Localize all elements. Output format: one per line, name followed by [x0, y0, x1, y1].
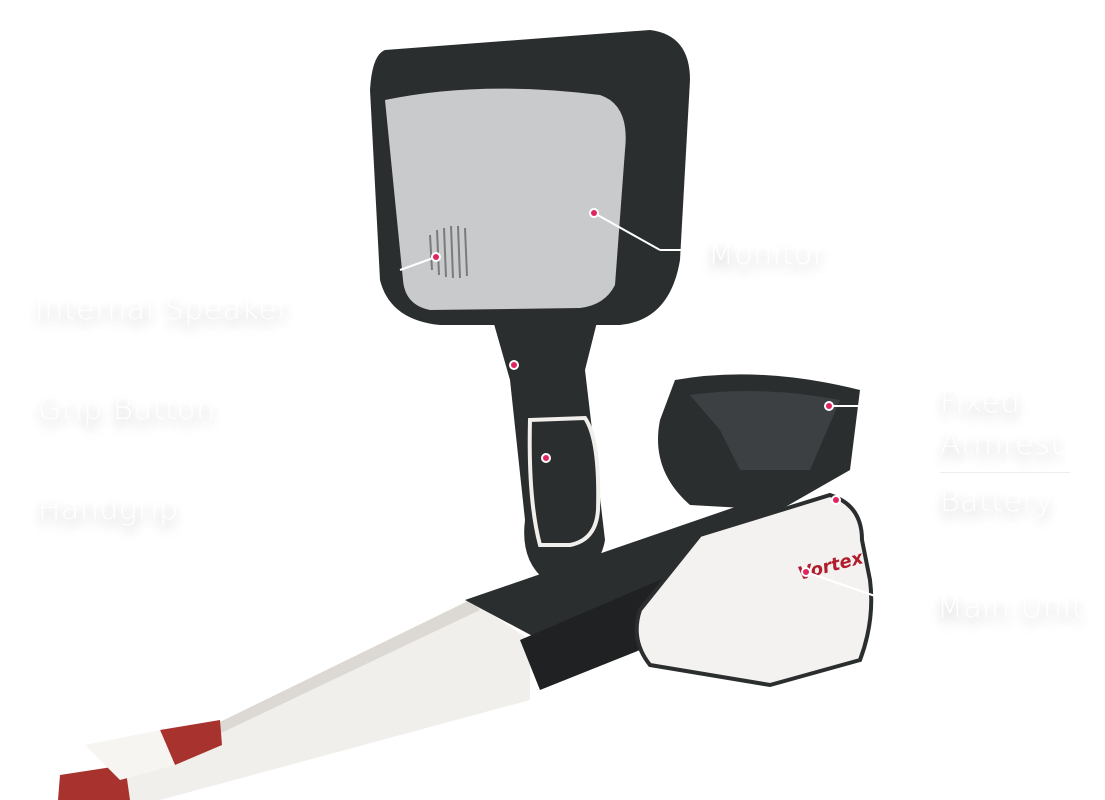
handle [490, 310, 605, 580]
label-grip-button: Grip Button [38, 392, 216, 427]
label-divider [940, 472, 1070, 473]
label-monitor: Monitor [708, 237, 826, 272]
monitor [370, 30, 690, 325]
main-unit-hotspot[interactable] [801, 567, 811, 577]
label-handgrip: Handgrip [38, 492, 179, 527]
label-main-unit: Main Unit [937, 590, 1084, 625]
trigger [58, 720, 222, 800]
armrest-hotspot[interactable] [824, 401, 834, 411]
handgrip-hotspot[interactable] [541, 453, 551, 463]
battery-hotspot[interactable] [831, 495, 841, 505]
armrest [658, 374, 860, 510]
label-battery: Battery [940, 484, 1054, 519]
label-internal-speaker: Internal Speaker [35, 292, 291, 327]
speaker-hotspot[interactable] [431, 252, 441, 262]
grip-button-hotspot[interactable] [509, 360, 519, 370]
label-fixed-armrest-line1: Fixed [940, 385, 1021, 420]
callouts [399, 208, 876, 597]
monitor-hotspot[interactable] [589, 208, 599, 218]
label-fixed-armrest-line2: Armrest [940, 427, 1063, 462]
main-unit: Vortex [634, 492, 874, 688]
